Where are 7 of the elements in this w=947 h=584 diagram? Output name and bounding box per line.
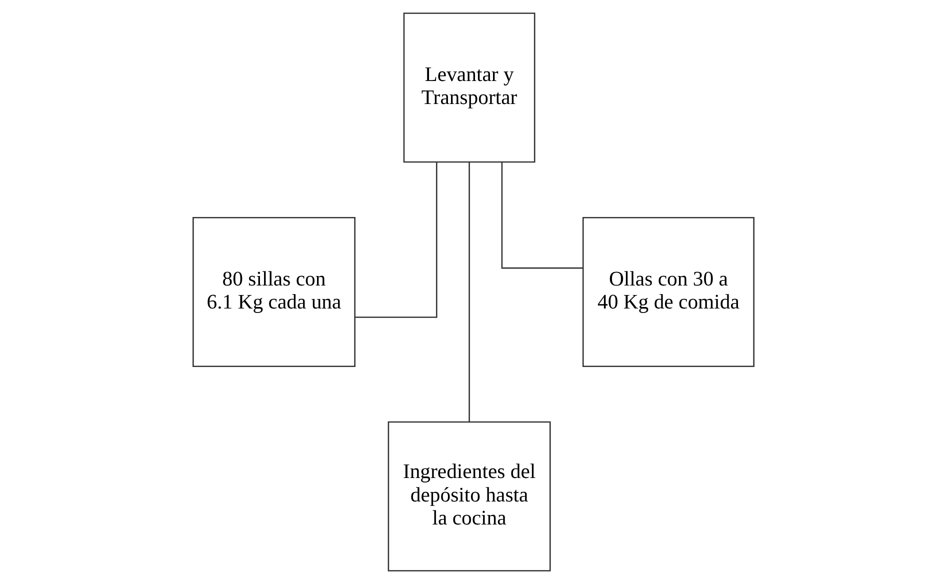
connector	[501, 162, 583, 269]
node-box: Ingredientes del depósito hasta la cocina	[388, 421, 551, 572]
connector	[468, 162, 470, 422]
connector	[354, 162, 438, 318]
node-box: 80 sillas con 6.1 Kg cada una	[192, 216, 356, 368]
node-box: Ollas con 30 a 40 Kg de comida	[582, 216, 754, 368]
node-box: Levantar y Transportar	[403, 12, 536, 163]
